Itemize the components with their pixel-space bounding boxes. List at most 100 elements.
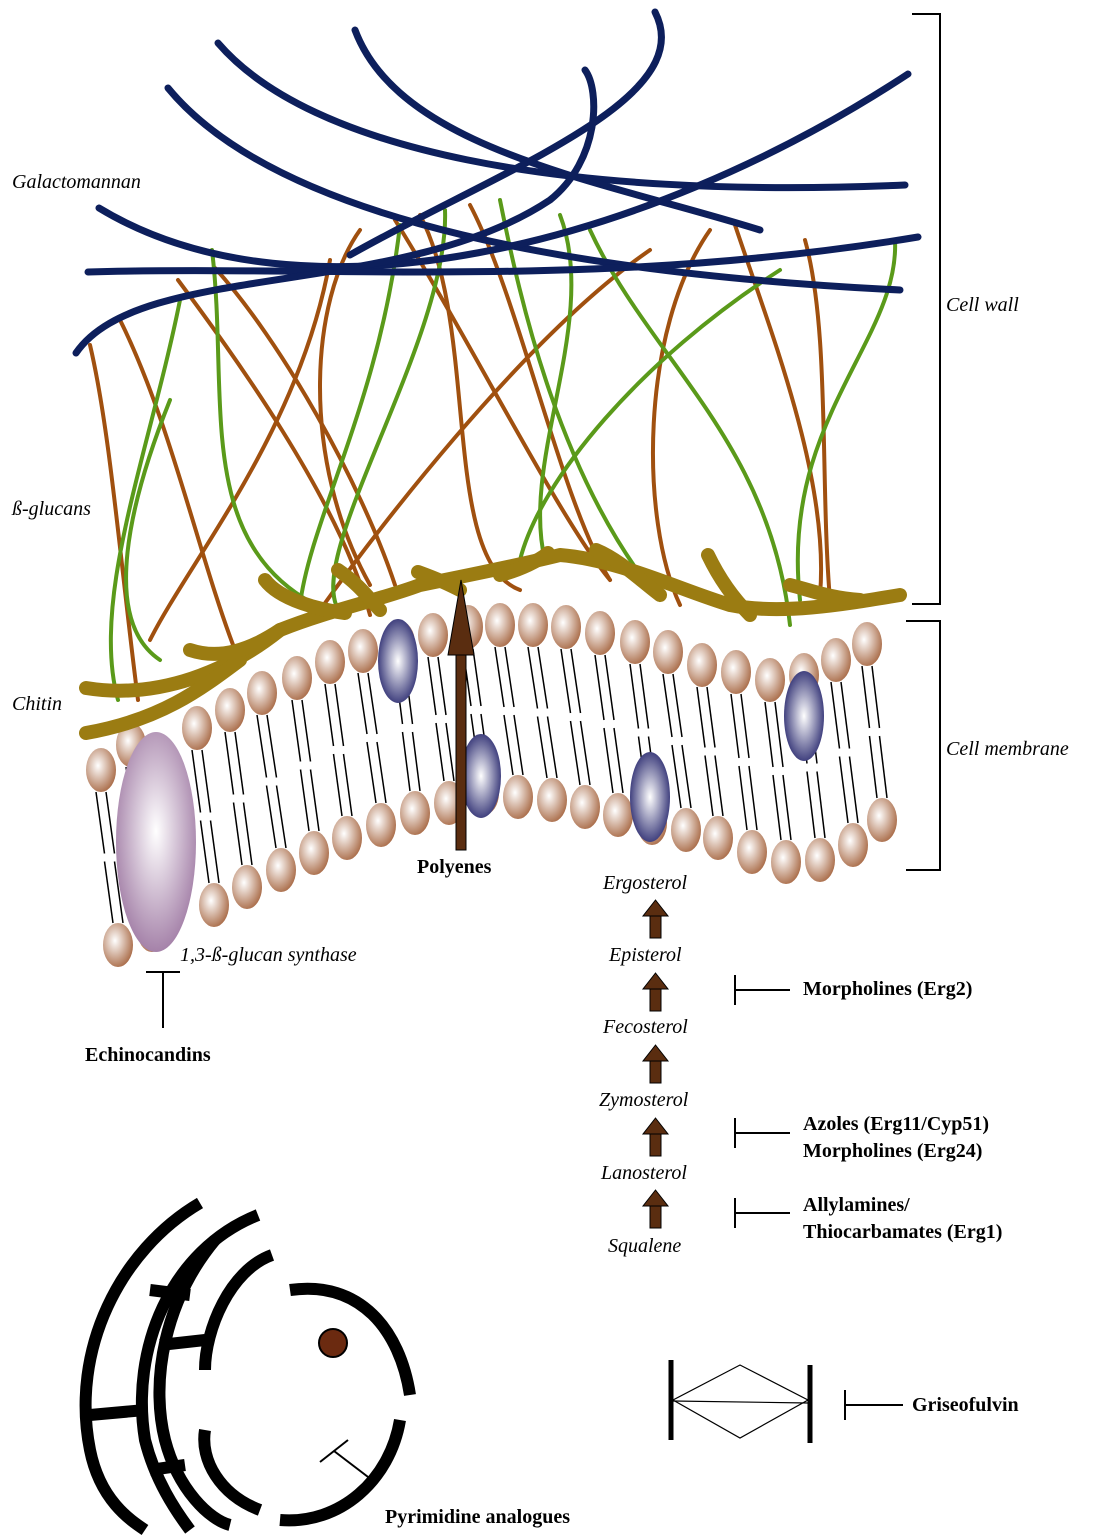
pathway-step-ergosterol: Ergosterol: [603, 871, 687, 895]
lipid-tail: [561, 649, 571, 713]
cell-wall-label: Cell wall: [946, 293, 1019, 317]
lipid-tail: [202, 750, 211, 813]
lipid-head: [518, 603, 548, 647]
lipid-tail: [438, 657, 446, 715]
lipid-tail: [234, 803, 243, 866]
pathway-step-episterol: Episterol: [609, 943, 682, 967]
lipid-tail: [436, 723, 444, 781]
lipid-head: [247, 671, 277, 715]
lipid-tail: [571, 649, 581, 713]
echinocandins-label: Echinocandins: [85, 1043, 211, 1067]
lipid-tail: [841, 682, 850, 749]
lipid-head: [551, 605, 581, 649]
lipid-tail: [807, 772, 815, 839]
lipid-head: [703, 816, 733, 860]
lipid-tail: [267, 786, 277, 849]
inhibitor-thiocarbamates: Thiocarbamates (Erg1): [803, 1220, 1002, 1244]
beta-glucans-label: ß-glucans: [12, 497, 91, 521]
lipid-tail: [211, 821, 220, 884]
lipid-tail: [344, 754, 353, 816]
lipid-tail: [267, 715, 277, 778]
pyrimidine-analogues-label: Pyrimidine analogues: [385, 1505, 570, 1529]
lipid-tail: [682, 745, 691, 808]
pathway-arrow: [643, 1118, 668, 1156]
lipid-tail: [672, 745, 681, 808]
lipid-tail: [831, 682, 840, 749]
polyenes-label: Polyenes: [417, 855, 491, 879]
lipid-head: [232, 865, 262, 909]
lipid-tail: [473, 649, 481, 706]
lipid-head: [348, 629, 378, 673]
inhibitor-allylamines: Allylamines/: [803, 1193, 910, 1217]
lipid-tail: [235, 732, 244, 795]
lipid-tail: [571, 721, 581, 785]
lipid-head: [400, 791, 430, 835]
pathway-step-zymosterol: Zymosterol: [599, 1088, 688, 1112]
lipid-tail: [731, 694, 739, 758]
lipid-tail: [548, 717, 558, 779]
lipid-tail: [705, 756, 713, 817]
lipid-head: [86, 748, 116, 792]
inhibitor-morpholines-erg24: Morpholines (Erg24): [803, 1139, 982, 1163]
lipid-tail: [358, 673, 367, 734]
lipid-tail: [325, 684, 334, 746]
lipid-tail: [614, 728, 623, 793]
lipid-tail: [377, 742, 386, 803]
lipid-head: [366, 803, 396, 847]
lipid-tail: [292, 700, 301, 762]
lipid-tail: [741, 694, 749, 758]
lipid-tail: [106, 792, 115, 854]
inhibitor-azoles: Azoles (Erg11/Cyp51): [803, 1112, 989, 1136]
nucleolus: [319, 1329, 347, 1357]
lipid-head: [315, 640, 345, 684]
lipid-head: [537, 778, 567, 822]
lipid-tail: [749, 766, 757, 830]
lipid-head: [620, 620, 650, 664]
lipid-tail: [880, 736, 888, 798]
lipid-tail: [707, 687, 715, 748]
lipid-head: [332, 816, 362, 860]
lipid-tail: [244, 803, 253, 866]
cell-wall-bracket: [912, 14, 940, 604]
lipid-tail: [96, 792, 105, 854]
lipid-tail: [528, 647, 538, 709]
lipid-tail: [773, 775, 781, 840]
nucleus: [86, 1203, 410, 1530]
lipid-tail: [505, 647, 514, 707]
lipid-head: [721, 650, 751, 694]
lipid-tail: [595, 655, 604, 720]
lipid-head: [485, 603, 515, 647]
lipid-tail: [850, 757, 859, 824]
lipid-head: [867, 798, 897, 842]
lipid-tail: [765, 702, 773, 767]
lipid-tail: [225, 732, 234, 795]
lipid-tail: [335, 684, 344, 746]
lipid-tail: [495, 647, 504, 707]
lipid-head: [771, 840, 801, 884]
lipid-tail: [301, 770, 310, 832]
lipid-head: [805, 838, 835, 882]
lipid-tail: [862, 666, 870, 728]
lipid-head: [821, 638, 851, 682]
lipid-head: [585, 611, 615, 655]
lipid-head: [852, 622, 882, 666]
galactomannan-label: Galactomannan: [12, 170, 141, 194]
lipid-head: [418, 613, 448, 657]
lipid-tail: [783, 775, 791, 840]
griseofulvin-label: Griseofulvin: [912, 1393, 1019, 1417]
lipid-tail: [504, 715, 513, 775]
lipid-tail: [277, 786, 287, 849]
lipid-head: [838, 823, 868, 867]
lipid-tail: [413, 732, 421, 791]
lipid-tail: [870, 736, 878, 798]
lipid-tail: [581, 721, 591, 785]
pathway-step-squalene: Squalene: [608, 1234, 681, 1258]
lipid-head: [603, 793, 633, 837]
lipid-head: [103, 923, 133, 967]
pathway-step-lanosterol: Lanosterol: [601, 1161, 687, 1185]
lipid-tail: [201, 821, 210, 884]
ergosterol-molecule: [461, 734, 501, 818]
lipid-head: [570, 785, 600, 829]
lipid-head: [282, 656, 312, 700]
